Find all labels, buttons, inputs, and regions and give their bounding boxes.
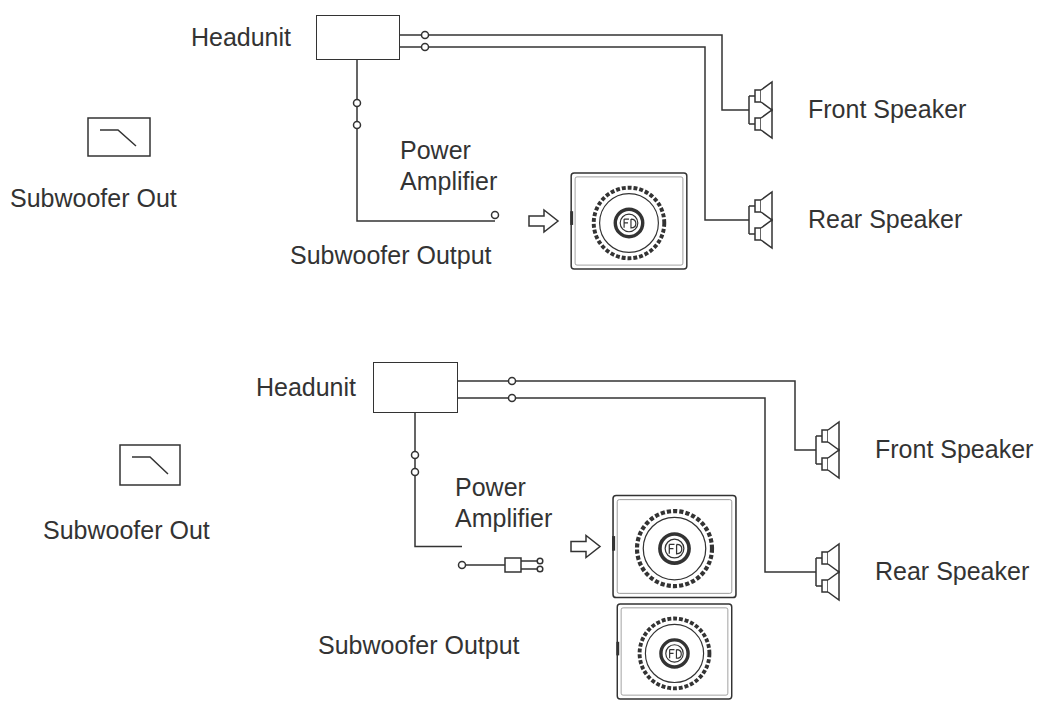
enclosure-drawing (612, 495, 736, 597)
speaker-wire (400, 35, 745, 110)
speaker-pair: Front Speaker (745, 80, 790, 140)
speaker-pair: Front Speaker (812, 420, 857, 480)
speaker-symbol (745, 80, 790, 140)
lowpass-icon-box (88, 118, 150, 156)
speaker-label: Rear Speaker (808, 204, 962, 235)
speaker-symbol (745, 190, 790, 250)
speaker-symbol (812, 542, 857, 602)
speaker-symbol (812, 422, 839, 478)
speaker-symbol (812, 544, 839, 600)
enclosure-drawing (570, 172, 688, 270)
plug-pin (537, 566, 543, 572)
lowpass-icons (88, 118, 180, 485)
plug-wire (462, 561, 537, 569)
speaker-pair: Rear Speaker (812, 542, 857, 602)
terminal-dot (412, 469, 419, 476)
headunit-box: Headunit (373, 362, 458, 413)
plug-body (505, 558, 521, 572)
speaker-pair: Rear Speaker (745, 190, 790, 250)
speaker-label: Rear Speaker (875, 556, 1029, 587)
speaker-symbol (745, 192, 772, 248)
terminal-dot (412, 452, 419, 459)
speaker-wire (458, 381, 812, 450)
output-label: Subwoofer Out (10, 183, 177, 214)
plug-pin (537, 558, 543, 564)
speaker-symbol (812, 420, 857, 480)
output-label: Subwoofer Output (318, 630, 520, 661)
speaker-label: Front Speaker (875, 434, 1033, 465)
amplifier-label: Power Amplifier (400, 135, 540, 198)
subwoofer-enclosure: Power Amplifier (570, 172, 688, 270)
terminal-dot (509, 378, 516, 385)
amplifier-label: Power Amplifier (455, 472, 595, 535)
unit-label: Headunit (256, 372, 356, 403)
subwoofer-enclosure: Power Amplifier (612, 493, 737, 600)
enclosure-drawing (570, 173, 687, 269)
lowpass-curve (132, 457, 168, 474)
speaker-label: Front Speaker (808, 94, 966, 125)
lowpass-curve (100, 130, 136, 146)
terminal-dot (354, 122, 361, 129)
second-subwoofer-enclosure (616, 604, 731, 699)
output-label: Subwoofer Out (43, 515, 210, 546)
terminal-dot (422, 44, 429, 51)
terminal-dot (492, 212, 499, 219)
enclosure-drawing (612, 493, 737, 600)
terminal-dot (509, 395, 516, 402)
speaker-symbol (745, 82, 772, 138)
terminal-dot (422, 32, 429, 39)
terminal-dot (354, 100, 361, 107)
lowpass-icon-box (120, 445, 180, 485)
headunit-box: Headunit (316, 15, 400, 60)
terminal-dot (459, 562, 466, 569)
output-label: Subwoofer Output (290, 240, 492, 271)
unit-label: Headunit (191, 22, 291, 53)
rca-plug (462, 558, 543, 572)
